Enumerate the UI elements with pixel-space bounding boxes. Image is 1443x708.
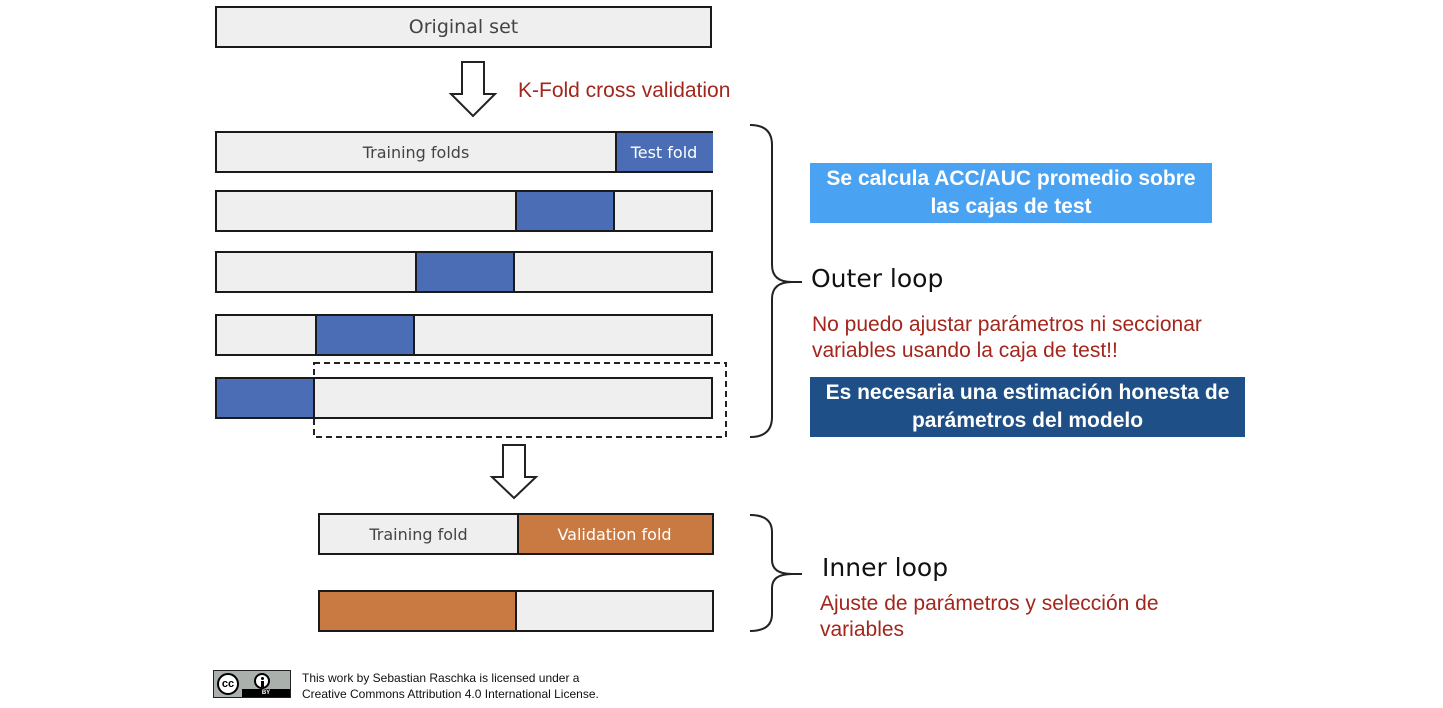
outer-fold-bar-2 xyxy=(215,190,713,232)
cc-by-badge[interactable]: cc BY xyxy=(213,670,291,698)
outer-loop-label: Outer loop xyxy=(811,264,944,293)
kfold-label: K-Fold cross validation xyxy=(518,79,731,102)
curly-brace-icon xyxy=(749,124,793,438)
test-fold-segment xyxy=(415,253,515,291)
attribution-icon xyxy=(254,673,270,689)
validation-fold-label: Validation fold xyxy=(557,524,672,544)
outer-fold-bar-4 xyxy=(215,314,713,356)
test-fold-segment xyxy=(217,379,315,417)
outer-fold-bar-5 xyxy=(215,377,713,419)
test-fold-segment xyxy=(315,316,415,354)
validation-fold-segment xyxy=(517,515,712,553)
original-set-bar: Original set xyxy=(215,6,712,48)
curly-brace-icon xyxy=(749,514,793,632)
inner-loop-label: Inner loop xyxy=(822,553,949,582)
inner-fold-bar-1: Training fold Validation fold xyxy=(318,513,714,555)
training-fold-label: Training fold xyxy=(369,524,468,544)
validation-fold-segment xyxy=(320,592,517,630)
badge-by-strip: BY xyxy=(242,689,290,697)
callout-average: Se calcula ACC/AUC promedio sobre las ca… xyxy=(810,163,1212,223)
badge-by-text: BY xyxy=(261,690,271,696)
outer-fold-bar-1: Training folds Test fold xyxy=(215,131,713,173)
badge-cc-text: cc xyxy=(221,678,235,690)
down-arrow-icon xyxy=(448,61,498,118)
test-fold-segment xyxy=(515,192,615,230)
outer-warning-text: No puedo ajustar parámetros ni seccionar… xyxy=(812,313,1202,362)
license-text: This work by Sebastian Raschka is licens… xyxy=(302,670,599,702)
creative-commons-icon: cc xyxy=(217,673,239,695)
test-fold-label: Test fold xyxy=(630,142,698,162)
license-line-2: Creative Commons Attribution 4.0 Interna… xyxy=(302,687,599,701)
outer-fold-bar-3 xyxy=(215,251,713,293)
down-arrow-icon xyxy=(489,444,539,500)
callout-honest-estimation: Es necesaria una estimación honesta de p… xyxy=(810,377,1245,437)
test-fold-segment xyxy=(615,133,713,171)
training-folds-label: Training folds xyxy=(362,142,470,162)
inner-description: Ajuste de parámetros y selección de vari… xyxy=(820,592,1159,641)
license-line-1: This work by Sebastian Raschka is licens… xyxy=(302,671,580,685)
inner-fold-bar-2 xyxy=(318,590,714,632)
original-set-label: Original set xyxy=(408,16,519,38)
